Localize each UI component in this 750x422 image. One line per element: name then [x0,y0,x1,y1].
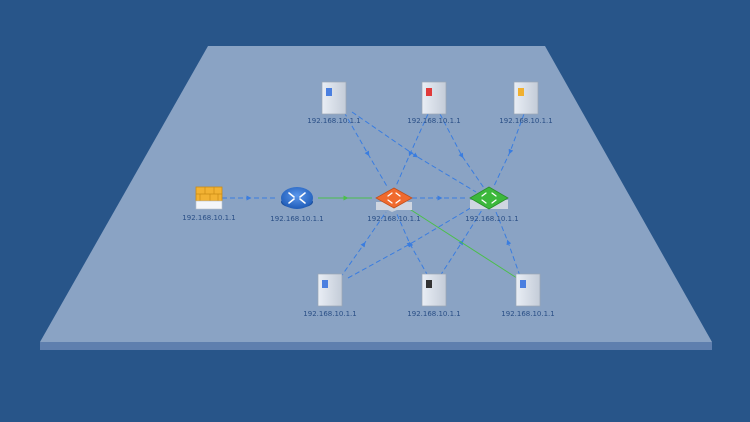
node-firewall[interactable]: 192.168.10.1.1 [182,186,236,222]
link-srv-tr-edge [493,113,525,187]
firewall-label: 192.168.10.1.1 [182,214,235,222]
links [222,111,525,281]
switch-icon [469,186,509,210]
node-server-top-left[interactable]: 192.168.10.1.1 [307,81,361,125]
server-status-indicator [518,88,524,96]
router-icon [281,187,313,209]
server-icon [421,273,447,307]
core-switch-label: 192.168.10.1.1 [367,215,420,223]
server-icon [515,273,541,307]
link-srv-tc-core [395,113,429,187]
server-label: 192.168.10.1.1 [307,117,360,125]
router-label: 192.168.10.1.1 [270,215,323,223]
server-icon [321,81,347,115]
link-srv-bl-edge [347,205,475,279]
server-icon [513,81,539,115]
server-label: 192.168.10.1.1 [407,117,460,125]
server-icon [317,273,343,307]
server-label: 192.168.10.1.1 [407,310,460,318]
link-srv-tl-core [343,111,389,189]
server-label: 192.168.10.1.1 [303,310,356,318]
server-label: 192.168.10.1.1 [499,117,552,125]
node-server-bottom-left[interactable]: 192.168.10.1.1 [303,273,357,318]
link-core-srv-br [407,207,521,281]
link-srv-br-edge [495,211,521,277]
node-server-bottom-center[interactable]: 192.168.10.1.1 [407,273,461,318]
firewall-icon [195,186,223,210]
link-srv-bc-edge [439,209,483,277]
server-status-indicator [426,88,432,96]
platform [40,46,712,350]
node-core-switch[interactable]: 192.168.10.1.1 [367,187,421,223]
server-status-indicator [520,280,526,288]
edge-switch-label: 192.168.10.1.1 [465,215,518,223]
server-icon [421,81,447,115]
server-status-indicator [326,88,332,96]
link-srv-bc-core [395,211,429,277]
platform-edge [40,342,712,350]
switch-icon [375,187,413,212]
link-srv-tl-edge [351,111,477,193]
platform-top [40,46,712,342]
node-router[interactable]: 192.168.10.1.1 [270,187,324,223]
node-server-bottom-right[interactable]: 192.168.10.1.1 [501,273,555,318]
link-srv-tc-edge [439,113,485,189]
link-srv-bl-core [339,211,387,279]
node-edge-switch[interactable]: 192.168.10.1.1 [465,186,519,223]
server-status-indicator [322,280,328,288]
server-label: 192.168.10.1.1 [501,310,554,318]
server-status-indicator [426,280,432,288]
node-server-top-right[interactable]: 192.168.10.1.1 [499,81,553,125]
node-server-top-center[interactable]: 192.168.10.1.1 [407,81,461,125]
